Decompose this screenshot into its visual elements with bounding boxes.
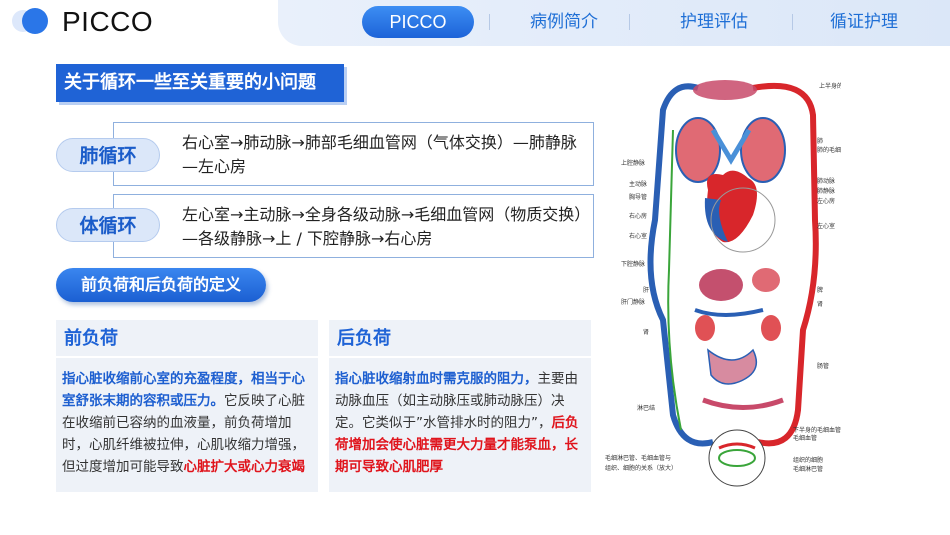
nav-separator [489, 14, 490, 30]
afterload-explanation: 主要由动脉血压（如主动脉压或肺动脉压）决定。它类似于”水管排水时的阻力”， [335, 371, 578, 431]
label-inset-caption-1: 毛细淋巴管、毛细血管与 [605, 454, 671, 462]
pulmonary-circulation-box: 右心室→肺动脉→肺部毛细血管网（气体交换）—肺静脉—左心房 [113, 122, 594, 186]
label-liver: 肝 [643, 287, 649, 294]
circulation-diagram-svg: 上半身的毛细血管 肺 肺的毛细血管 肺动脉 肺静脉 左心房 左心室 脾 肾 肠管… [605, 80, 867, 487]
pulmonary-artery [710, 128, 752, 165]
label-aorta: 主动脉 [629, 180, 647, 188]
preload-card: 前负荷 指心脏收缩前心室的充盈程度，相当于心室舒张末期的容积或压力。它反映了心脏… [56, 320, 318, 492]
afterload-definition: 指心脏收缩射血时需克服的阻力， [335, 371, 538, 387]
label-upper-capillaries: 上半身的毛细血管 [819, 82, 841, 90]
lower-capillaries [702, 397, 784, 410]
lymph-duct-path [667, 129, 682, 431]
portal-vein [694, 308, 764, 317]
label-tissue-cells: 组织的细胞 [793, 456, 823, 464]
afterload-title: 后负荷 [329, 320, 591, 358]
pulmonary-circulation-text: 右心室→肺动脉→肺部毛细血管网（气体交换）—肺静脉—左心房 [182, 133, 577, 176]
vena-cava-path [647, 83, 714, 447]
systemic-circulation-label: 体循环 [56, 208, 160, 242]
systemic-circulation-box: 左心室→主动脉→全身各级动脉→毛细血管网（物质交换）—各级静脉→上 / 下腔静脉… [113, 194, 594, 258]
intestines [707, 348, 758, 385]
preload-explanation: 它反映了心脏在收缩前已容纳的血液量，前负荷增加时，心肌纤维被拉伸，心肌收缩力增强… [62, 393, 305, 475]
capillary-inset [708, 429, 766, 487]
label-left-ventricle: 左心室 [817, 222, 835, 230]
label-right-atrium: 右心房 [629, 212, 647, 220]
label-right-ventricle: 右心室 [629, 232, 647, 240]
label-kidney-left: 肾 [643, 328, 649, 336]
app-title: PICCO [62, 6, 154, 37]
right-kidney [695, 315, 715, 341]
preload-body: 指心脏收缩前心室的充盈程度，相当于心室舒张末期的容积或压力。它反映了心脏在收缩前… [56, 358, 318, 478]
nav-separator [629, 14, 630, 30]
spleen [752, 268, 780, 292]
label-kidney-right: 肾 [817, 300, 823, 308]
label-hepatic-portal-vein: 肝门静脉 [621, 298, 645, 306]
pericardium [710, 187, 776, 253]
load-definition-title: 前负荷和后负荷的定义 [56, 268, 266, 302]
right-lung [675, 117, 721, 183]
nav-bar: PICCO 病例简介 护理评估 循证护理 [278, 0, 950, 46]
left-lung [740, 117, 786, 183]
afterload-risk: 后负荷增加会使心脏需更大力量才能泵血，长期可导致心肌肥厚 [335, 415, 579, 475]
systemic-circulation-text: 左心室→主动脉→全身各级动脉→毛细血管网（物质交换）—各级静脉→上 / 下腔静脉… [182, 205, 583, 248]
circulation-diagram: 上半身的毛细血管 肺 肺的毛细血管 肺动脉 肺静脉 左心房 左心室 脾 肾 肠管… [603, 70, 867, 500]
label-thoracic-duct: 胸导管 [629, 193, 647, 201]
label-intestines: 肠管 [817, 362, 829, 370]
tab-picco[interactable]: PICCO [362, 6, 474, 38]
afterload-body: 指心脏收缩射血时需克服的阻力，主要由动脉血压（如主动脉压或肺动脉压）决定。它类似… [329, 358, 591, 478]
label-inferior-vena-cava: 下腔静脉 [621, 260, 645, 268]
tab-nursing-assessment[interactable]: 护理评估 [680, 12, 748, 32]
logo-circle-blue [22, 8, 48, 34]
upper-capillaries [693, 80, 757, 100]
pulmonary-circulation-label: 肺循环 [56, 138, 160, 172]
preload-definition: 指心脏收缩前心室的充盈程度，相当于心室舒张末期的容积或压力。 [62, 371, 305, 409]
left-kidney [761, 315, 781, 341]
tab-evidence-nursing[interactable]: 循证护理 [830, 12, 898, 32]
label-capillary: 毛细血管 [793, 434, 817, 442]
label-lymph-capillary: 毛细淋巴管 [793, 465, 823, 473]
label-lower-capillaries: 下半身的毛细血管 [793, 426, 841, 434]
inset-capillary [718, 442, 756, 450]
label-lung-capillaries: 肺的毛细血管 [817, 146, 841, 154]
aorta-path [752, 82, 819, 447]
nav-separator [792, 14, 793, 30]
preload-title: 前负荷 [56, 320, 318, 358]
label-pulmonary-vein: 肺静脉 [817, 187, 835, 195]
section-title: 关于循环一些至关重要的小问题 [56, 64, 344, 102]
preload-risk: 心脏扩大或心力衰竭 [183, 459, 306, 475]
label-spleen: 脾 [817, 286, 823, 294]
label-left-atrium: 左心房 [817, 197, 835, 205]
heart-right-side [704, 198, 728, 242]
label-lung: 肺 [817, 138, 823, 145]
inset-lymph [718, 449, 756, 467]
header-bar: PICCO PICCO 病例简介 护理评估 循证护理 [0, 0, 950, 48]
liver [699, 269, 743, 301]
tab-case-intro[interactable]: 病例简介 [530, 12, 598, 32]
label-lymph-node: 淋巴结 [637, 404, 655, 412]
label-pulmonary-artery: 肺动脉 [817, 177, 835, 185]
afterload-card: 后负荷 指心脏收缩射血时需克服的阻力，主要由动脉血压（如主动脉压或肺动脉压）决定… [329, 320, 591, 492]
label-superior-vena-cava: 上腔静脉 [621, 159, 645, 167]
label-inset-caption-2: 组织、细胞的关系（放大） [605, 464, 677, 472]
